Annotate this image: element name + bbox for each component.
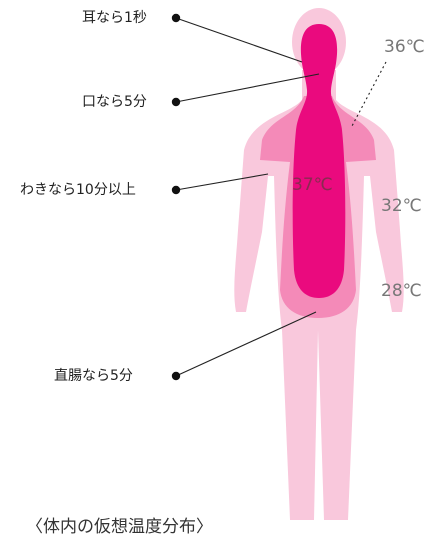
temp-28-label: 28℃ <box>381 281 422 301</box>
temp-32-label: 32℃ <box>381 196 422 216</box>
rectum-label: 直腸なら5分 <box>54 368 133 384</box>
ear-marker-dot <box>171 13 181 23</box>
core-zone-37c <box>292 24 346 298</box>
marker-dots <box>171 13 181 381</box>
mouth-marker-dot <box>171 97 181 107</box>
mouth-label: 口なら5分 <box>82 94 147 110</box>
rectum-marker-dot <box>171 371 181 381</box>
armpit-marker-dot <box>171 185 181 195</box>
leader-lines <box>175 17 387 377</box>
armpit-label: わきなら10分以上 <box>20 182 136 198</box>
temp-37-label: 37℃ <box>292 175 333 195</box>
temp-36-label: 36℃ <box>384 37 425 57</box>
diagram-caption: 〈体内の仮想温度分布〉 <box>26 517 213 537</box>
ear-label: 耳なら1秒 <box>82 10 147 26</box>
